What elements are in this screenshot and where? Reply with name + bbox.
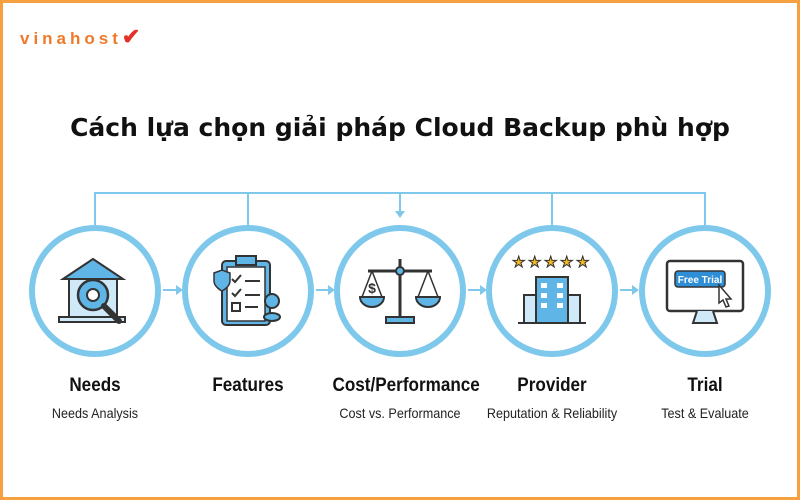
step-provider: ★★★★★ Provider Reputation & Reliability — [477, 225, 627, 421]
step-label: Cost/Performance — [332, 375, 480, 396]
building-search-gear-icon — [58, 257, 127, 324]
provider-circle: ★★★★★ — [486, 225, 618, 357]
office-building-stars-icon: ★★★★★ — [512, 253, 590, 324]
svg-text:$: $ — [368, 280, 376, 296]
clipboard-checklist-icon — [213, 255, 281, 326]
page-title: Cách lựa chọn giải pháp Cloud Backup phù… — [70, 113, 730, 142]
logo-text: vinahost — [20, 29, 122, 48]
step-label: Features — [212, 375, 284, 396]
svg-text:★: ★ — [544, 253, 557, 271]
svg-text:★: ★ — [576, 253, 589, 271]
step-features: Features — [173, 225, 323, 396]
step-label: Needs — [69, 375, 121, 396]
needs-circle — [29, 225, 161, 357]
monitor-free-trial-icon: Free Trial — [665, 259, 745, 324]
step-subtitle: Cost vs. Performance — [339, 405, 461, 421]
step-subtitle: Reputation & Reliability — [486, 405, 618, 421]
step-needs: Needs Needs Analysis — [20, 225, 170, 421]
check-icon: ✔ — [121, 24, 141, 49]
step-label: Trial — [687, 375, 723, 396]
trial-circle: Free Trial — [639, 225, 771, 357]
step-cost-performance: $ Cost/Performance Cost vs. Performance — [325, 225, 480, 421]
vinahost-logo: vinahost✔ — [20, 24, 140, 50]
svg-text:★: ★ — [560, 253, 573, 271]
svg-text:★: ★ — [528, 253, 541, 271]
cost-circle: $ — [334, 225, 466, 357]
step-label: Provider — [517, 375, 587, 396]
step-subtitle: Needs Analysis — [51, 405, 139, 421]
svg-text:★: ★ — [512, 253, 525, 271]
balance-scale-icon: $ — [358, 259, 442, 324]
down-arrow-icon — [395, 211, 405, 218]
step-trial: Free Trial Trial Test & Evaluate — [630, 225, 780, 421]
step-subtitle: Test & Evaluate — [661, 405, 749, 421]
features-circle — [182, 225, 314, 357]
free-trial-button: Free Trial — [678, 275, 723, 286]
